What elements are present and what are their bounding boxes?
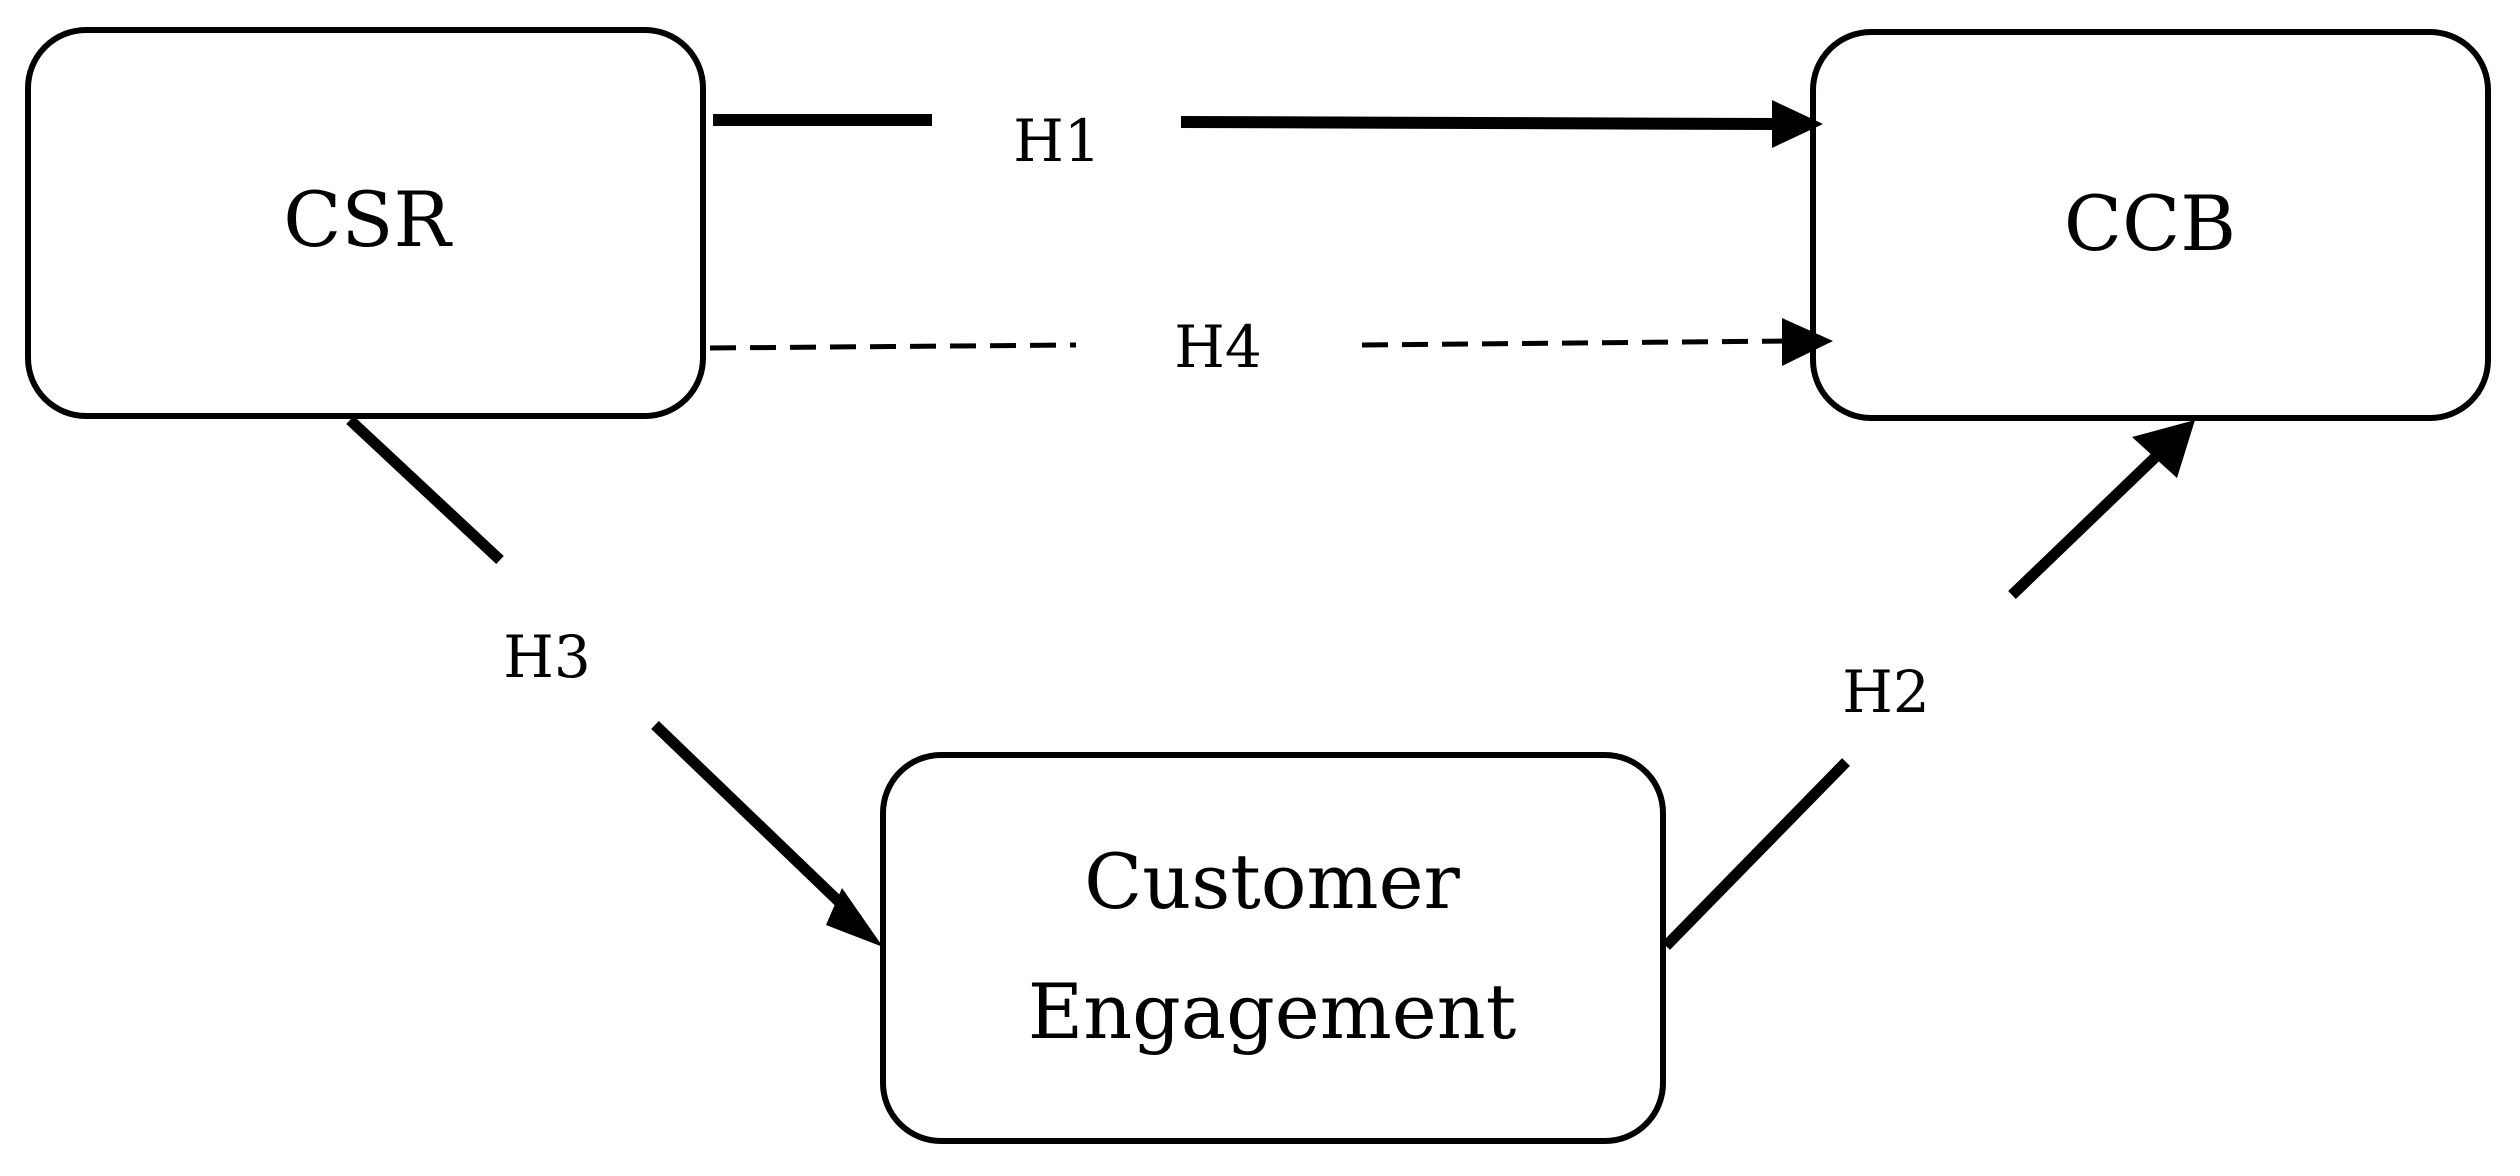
- node-csr[interactable]: CSR: [25, 27, 706, 419]
- edge-h1-arrowhead: [1772, 100, 1823, 148]
- edge-h2-line-top: [2008, 441, 2172, 599]
- node-customer-engagement-label-line1: Customer: [1084, 837, 1460, 926]
- edge-h3-arrowhead: [826, 888, 883, 947]
- edge-h4[interactable]: H4: [709, 313, 1833, 381]
- node-csr-label: CSR: [283, 175, 453, 264]
- edge-h4-line-right: [1361, 338, 1791, 348]
- node-customer-engagement-box: [880, 752, 1666, 1144]
- edge-h1[interactable]: H1: [713, 100, 1823, 175]
- edge-h4-label: H4: [1174, 313, 1261, 381]
- edge-h3-line-top: [346, 415, 504, 565]
- edge-h3-label: H3: [503, 623, 590, 691]
- edge-h2-line-bottom: [1662, 758, 1850, 950]
- edge-h3-line-bottom: [651, 721, 862, 924]
- edge-h4-arrowhead: [1782, 318, 1833, 366]
- node-ccb[interactable]: CCB: [1810, 29, 2491, 421]
- node-customer-engagement[interactable]: Customer Engagement: [880, 752, 1666, 1144]
- edge-h1-line-right: [1180, 116, 1781, 130]
- edge-h2-label: H2: [1842, 658, 1929, 726]
- node-ccb-box: [1810, 29, 2491, 421]
- edge-h2[interactable]: H2: [1662, 420, 2195, 950]
- edge-h2-arrowhead: [2132, 420, 2195, 478]
- node-ccb-label: CCB: [2064, 179, 2236, 268]
- edge-h3[interactable]: H3: [346, 415, 883, 947]
- node-customer-engagement-label-line2: Engagement: [1028, 967, 1517, 1056]
- edge-h4-line-left: [709, 342, 1077, 351]
- node-csr-box: [25, 27, 706, 419]
- edge-h1-label: H1: [1013, 107, 1100, 175]
